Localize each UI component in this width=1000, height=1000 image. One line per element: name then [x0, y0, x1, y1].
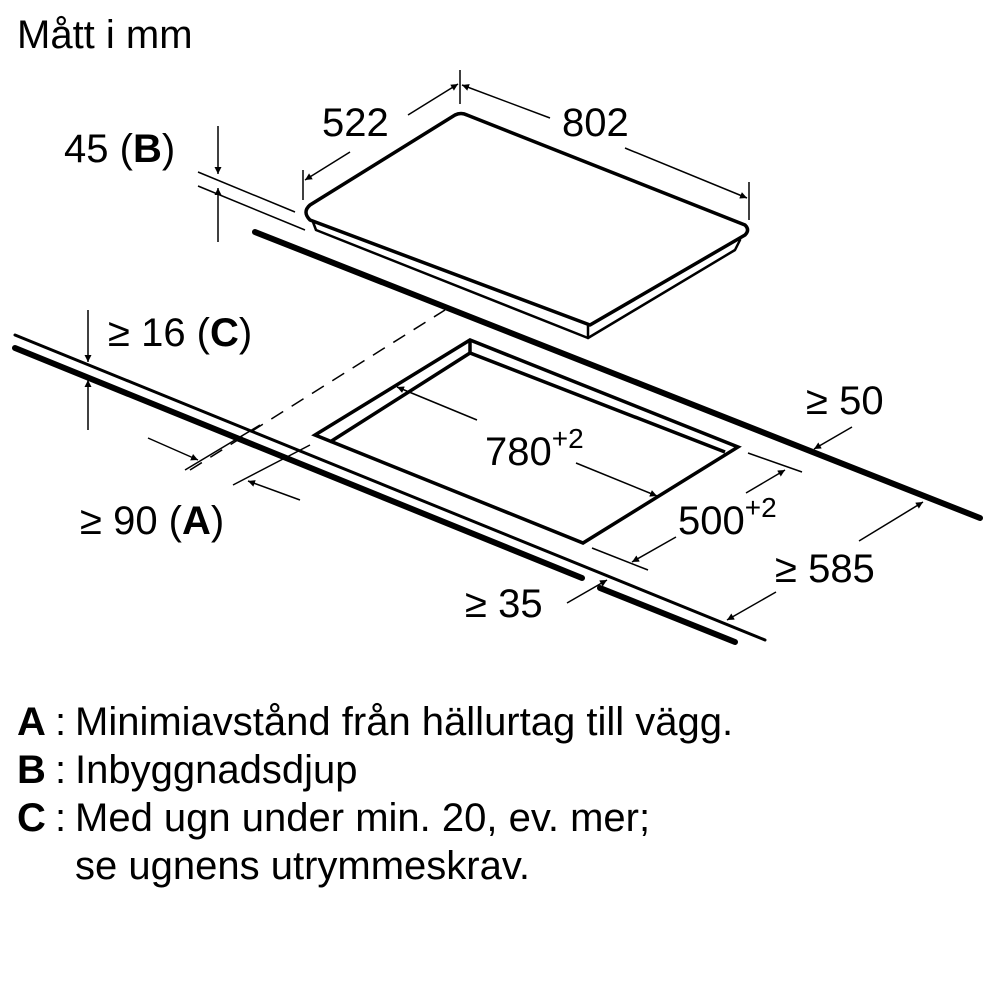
label-cutout-depth: 500+2	[678, 492, 777, 543]
legend-item-a: A: Minimiavstånd från hällurtag till väg…	[17, 700, 734, 744]
label-worktop-depth: ≥ 585	[775, 547, 875, 591]
legend-text: Inbyggnadsdjup	[75, 748, 358, 792]
legend-text: Minimiavstånd från hällurtag till vägg.	[75, 700, 734, 744]
hob-outline	[304, 111, 750, 340]
legend-text: se ugnens utrymmeskrav.	[75, 844, 530, 888]
projection-dashed-line	[189, 309, 446, 471]
label-wall-distance: ≥ 90 (A)	[80, 499, 224, 543]
legend-item-c: C: Med ugn under min. 20, ev. mer;	[17, 796, 651, 840]
legend-key: C	[17, 796, 46, 840]
legend-item-b: B: Inbyggnadsdjup	[17, 748, 358, 792]
page-title: Mått i mm	[17, 13, 193, 57]
dimension-lines	[84, 70, 924, 621]
label-hob-depth: 522	[322, 101, 389, 145]
label-cutout-width: 780+2	[485, 423, 584, 474]
label-front-clearance: ≥ 35	[465, 582, 543, 626]
label-worktop-thickness: ≥ 16 (C)	[108, 311, 252, 355]
cutout-outline	[311, 338, 742, 545]
label-hob-width: 802	[562, 101, 629, 145]
legend-text: Med ugn under min. 20, ev. mer;	[75, 796, 651, 840]
worktop-rear-edge	[252, 229, 983, 521]
legend-item-c-continuation: se ugnens utrymmeskrav.	[17, 842, 733, 890]
worktop-front-edge	[12, 333, 767, 645]
legend: A: Minimiavstånd från hällurtag till väg…	[17, 698, 733, 890]
label-build-depth: 45 (B)	[64, 127, 175, 171]
legend-key: A	[17, 700, 46, 744]
label-rear-clearance: ≥ 50	[806, 379, 884, 423]
legend-key: B	[17, 748, 46, 792]
